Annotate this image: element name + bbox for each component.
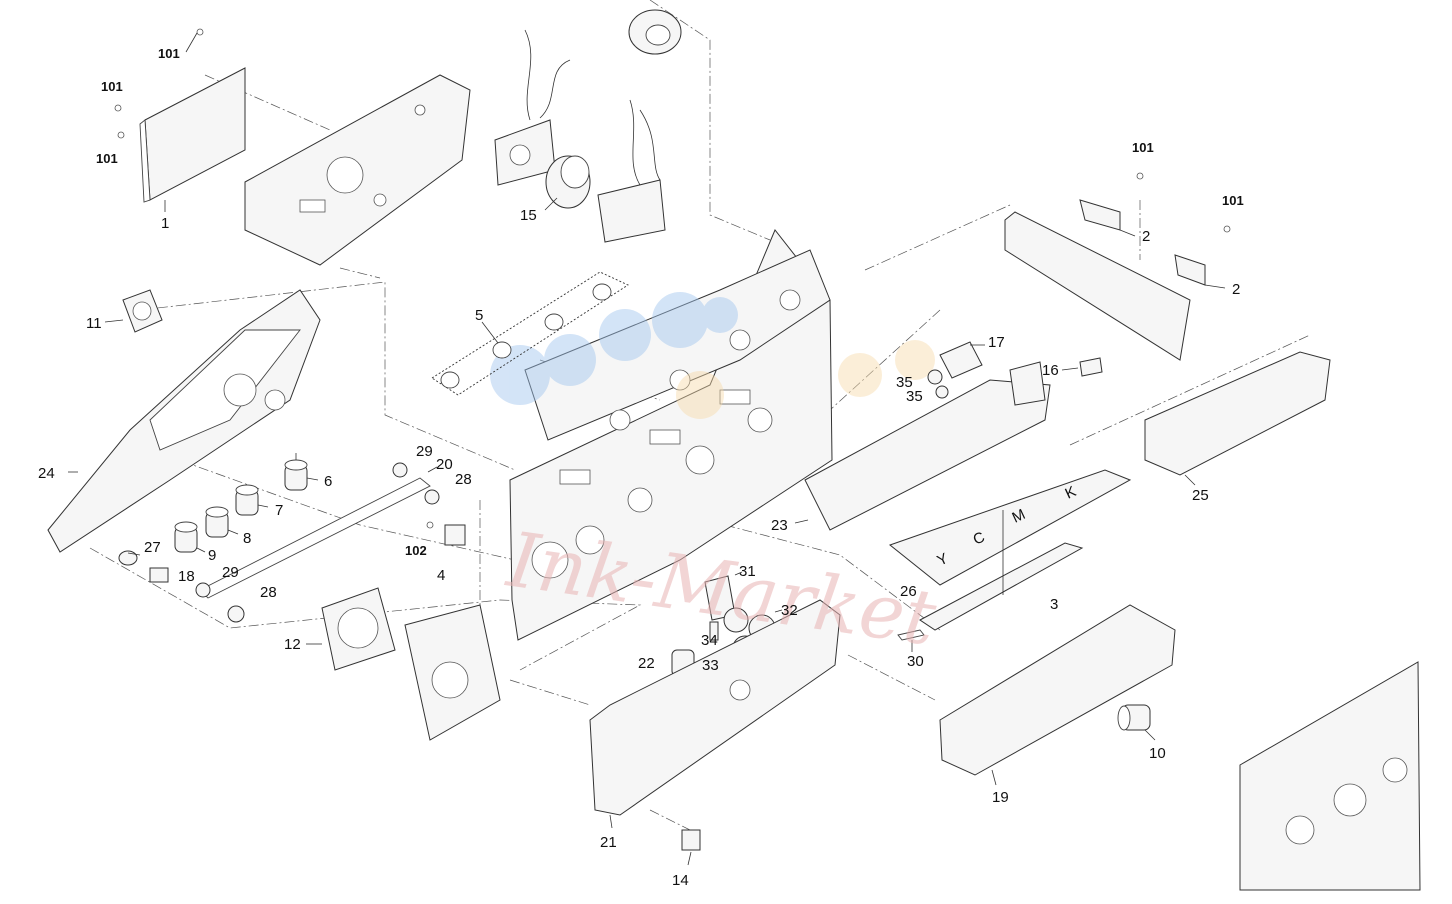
- watermark-text: Ink-Market: [501, 514, 942, 662]
- callout-15: 15: [520, 207, 537, 224]
- callout-22: 22: [638, 655, 655, 672]
- callout-9: 9: [208, 547, 216, 564]
- partial-frame-bottom-right: [1239, 661, 1421, 891]
- callout-101: 101: [96, 151, 118, 166]
- callout-3: 3: [1050, 596, 1058, 613]
- part-4-sensor: [426, 521, 466, 546]
- callout-34: 34: [701, 632, 718, 649]
- callout-101: 101: [1222, 193, 1244, 208]
- callout-20: 20: [436, 456, 453, 473]
- callout-30: 30: [907, 653, 924, 670]
- part-12-fan: [306, 587, 396, 671]
- part-30-strip: [897, 629, 925, 652]
- callout-31: 31: [739, 563, 756, 580]
- callout-35: 35: [896, 374, 913, 391]
- assembly-guide-lines: [89, 0, 1311, 831]
- part-14-connector: [681, 829, 701, 866]
- part-25-duct: [1144, 351, 1331, 486]
- callout-10: 10: [1149, 745, 1166, 762]
- parts-18-27: [118, 550, 169, 583]
- watermark-blobs: [490, 292, 935, 419]
- wire-harness-upper: [494, 29, 571, 186]
- callout-4: 4: [437, 567, 445, 584]
- part-21-lower-frame: [589, 599, 841, 829]
- roller-6: [284, 453, 319, 491]
- callout-7: 7: [275, 502, 283, 519]
- callout-11: 11: [86, 315, 102, 332]
- callout-16: 16: [1042, 362, 1059, 379]
- part-20-belt: [195, 462, 440, 623]
- part-5-seals: [431, 271, 629, 396]
- callout-8: 8: [243, 530, 251, 547]
- callout-28: 28: [260, 584, 277, 601]
- fan-housing-bracket: [404, 604, 501, 741]
- part-10-motor: [1117, 704, 1156, 741]
- callout-18: 18: [178, 568, 195, 585]
- callout-6: 6: [324, 473, 332, 490]
- callout-29: 29: [222, 564, 239, 581]
- callout-19: 19: [992, 789, 1009, 806]
- callout-26: 26: [900, 583, 917, 600]
- part-19-frame: [939, 604, 1176, 786]
- frame-holes: [531, 289, 801, 579]
- callout-101: 101: [101, 79, 123, 94]
- parts-17-35-gears: [927, 341, 985, 399]
- callout-24: 24: [38, 465, 55, 482]
- part-11-fan: [104, 289, 163, 333]
- roller-8: [205, 506, 239, 538]
- top-motor: [628, 9, 682, 55]
- callout-2: 2: [1232, 281, 1240, 298]
- right-rail-assembly: [1004, 172, 1231, 377]
- part-15-motor: [544, 155, 591, 211]
- callout-35: 35: [906, 388, 923, 405]
- callout-2: 2: [1142, 228, 1150, 245]
- callout-33: 33: [702, 657, 719, 674]
- part-26-plate: [888, 469, 1132, 586]
- part-1-control-board: [114, 28, 246, 212]
- callout-14: 14: [672, 872, 689, 889]
- callout-25: 25: [1192, 487, 1209, 504]
- callout-12: 12: [284, 636, 301, 653]
- callout-101: 101: [158, 46, 180, 61]
- callout-labels: 101 101 101 1 101 101 2 2 15 5 11 17 35 …: [38, 46, 1244, 889]
- rollers-6-9: [174, 453, 319, 553]
- callout-29: 29: [416, 443, 433, 460]
- callout-102: 102: [405, 543, 427, 558]
- part-23-frame: [794, 361, 1051, 531]
- upper-left-frame: [244, 74, 471, 266]
- roller-7: [235, 484, 269, 516]
- main-center-frame: [490, 229, 935, 641]
- callout-32: 32: [781, 602, 798, 619]
- roller-9: [174, 521, 206, 553]
- callout-101: 101: [1132, 140, 1154, 155]
- callout-5: 5: [475, 307, 483, 324]
- callout-27: 27: [144, 539, 161, 556]
- callout-1: 1: [161, 215, 169, 232]
- callout-28: 28: [455, 471, 472, 488]
- part-24-drive-frame: [47, 289, 321, 553]
- callout-21: 21: [600, 834, 617, 851]
- callout-23: 23: [771, 517, 788, 534]
- callout-17: 17: [988, 334, 1005, 351]
- part-3-plate: [919, 510, 1084, 631]
- center-bracket: [597, 99, 666, 243]
